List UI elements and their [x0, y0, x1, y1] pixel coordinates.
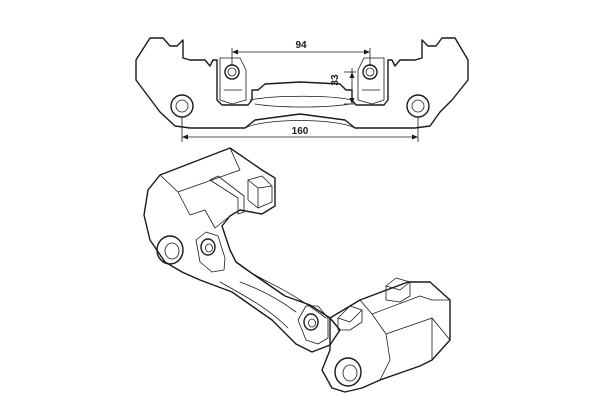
iso-right-ear — [297, 305, 329, 345]
iso-left-block — [143, 147, 341, 353]
front-view-hole-right-outer-bore — [411, 99, 425, 113]
front-view-hole-left-outer — [170, 94, 194, 118]
left-ear-outline — [219, 57, 247, 105]
iso-right-tab-2-top — [385, 281, 411, 291]
iso-right-front-face — [371, 313, 451, 341]
front-view-hole-right-inner — [362, 64, 378, 80]
iso-bridge-mid — [239, 281, 297, 313]
front-view-hole-right-outer — [406, 94, 430, 118]
dimension-94-label: 94 — [295, 40, 307, 51]
front-view-hole-left-inner-bore — [227, 67, 237, 77]
iso-hole-left-outer-bore — [164, 242, 180, 260]
iso-left-top-face — [159, 147, 241, 193]
iso-bridge-upper — [235, 261, 327, 319]
front-view-hole-right-inner-bore — [365, 67, 375, 77]
dimension-33: 33 — [330, 68, 356, 105]
iso-hole-right-inner-bore — [308, 318, 316, 328]
iso-right-vertical-edge — [379, 333, 391, 381]
front-view-hole-left-outer-bore — [175, 99, 189, 113]
isometric-view — [143, 147, 451, 393]
dimension-160-label: 160 — [292, 126, 309, 137]
iso-hole-right-outer — [334, 357, 362, 387]
iso-hole-right-inner — [303, 313, 319, 331]
front-view-waist-upper — [249, 95, 353, 101]
iso-left-ear — [195, 231, 226, 273]
iso-hole-right-outer-bore — [342, 364, 358, 382]
iso-right-tab-2 — [385, 277, 411, 303]
iso-hole-left-outer — [156, 235, 184, 265]
iso-hole-left-inner — [200, 238, 216, 256]
dimension-33-label: 33 — [330, 74, 341, 86]
dimension-160: 160 — [181, 117, 419, 142]
iso-right-block — [321, 281, 451, 393]
dimension-94: 94 — [231, 40, 371, 66]
front-view — [135, 37, 469, 129]
iso-right-tab-1 — [337, 305, 363, 331]
front-view-lower-web — [244, 120, 356, 129]
front-view-hole-left-inner — [224, 64, 240, 80]
iso-left-slot-tab — [247, 175, 273, 209]
iso-right-tab-1-top — [337, 309, 363, 323]
iso-left-slot-tab-top — [247, 179, 273, 189]
iso-bridge-lower — [219, 281, 289, 329]
right-ear-outline — [357, 57, 385, 105]
iso-hole-left-inner-bore — [205, 243, 213, 253]
iso-left-slot — [209, 175, 245, 215]
front-view-outline — [135, 37, 469, 129]
iso-left-step — [177, 191, 231, 229]
iso-right-top-face — [359, 295, 451, 315]
front-view-waist-lower — [254, 103, 351, 108]
